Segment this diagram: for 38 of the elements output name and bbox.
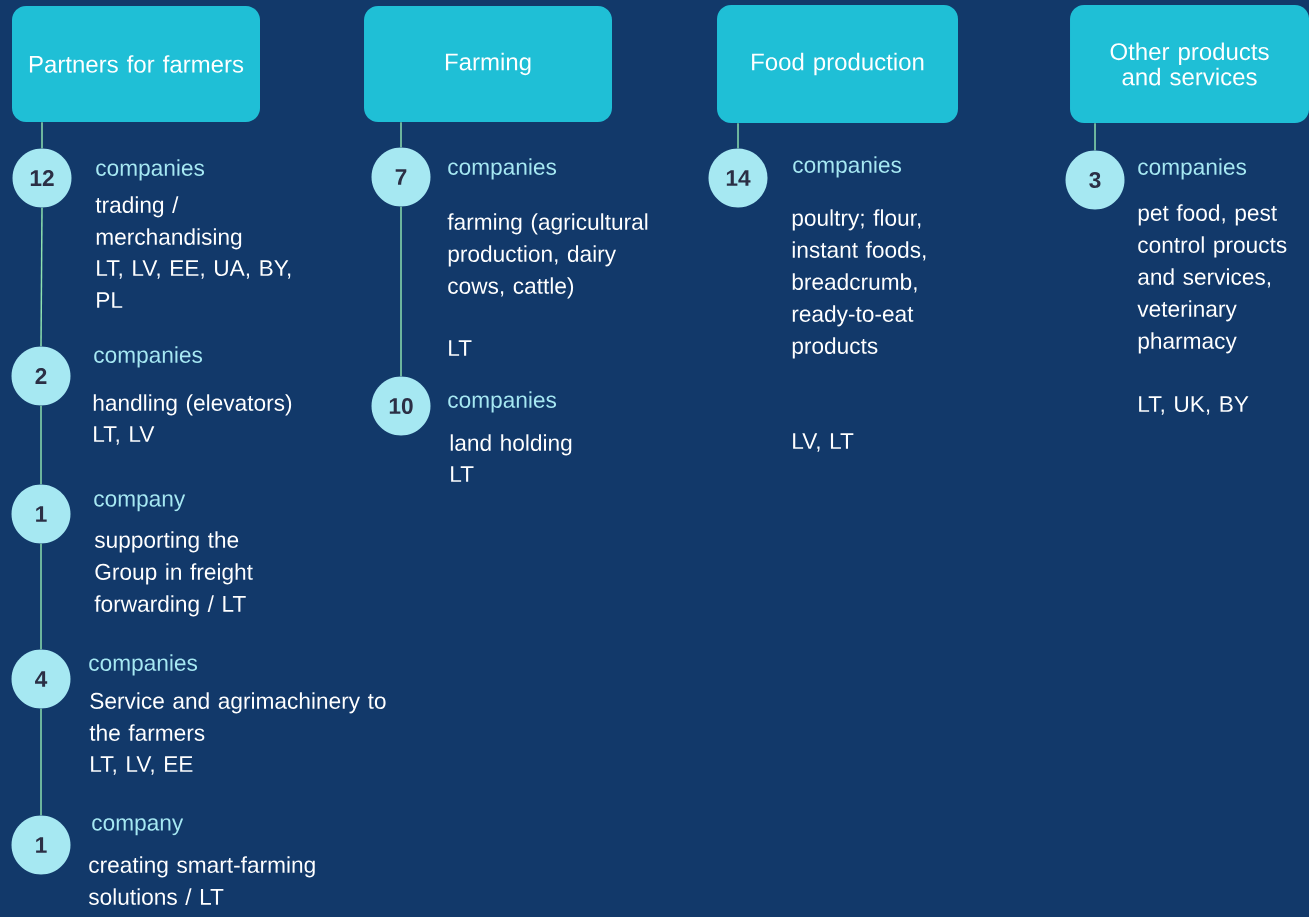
- category-box: Food production: [717, 5, 958, 123]
- count-caption: company: [94, 494, 186, 512]
- description-text: handling (elevators): [93, 394, 292, 416]
- category-box: Farming: [364, 6, 612, 122]
- count-caption: companies: [1138, 158, 1247, 180]
- count-caption: companies: [448, 391, 557, 413]
- description-text: supporting the Group in freight forwarding / LT: [94, 531, 253, 617]
- count-caption: companies: [89, 654, 198, 676]
- connector-line: [737, 122, 739, 149]
- description-text: creating smart-farming solutions / LT: [88, 856, 315, 905]
- description-text: land holding: [450, 434, 572, 456]
- description-text: LV, LT: [793, 433, 854, 452]
- count-caption: companies: [448, 158, 557, 180]
- connector-line: [400, 206, 402, 377]
- description-text: LT: [449, 340, 472, 356]
- connector-line: [40, 207, 43, 347]
- connector-line: [400, 121, 402, 148]
- description-text: LT, LV: [94, 426, 155, 445]
- category-box: Other products and services: [1070, 5, 1309, 123]
- description-text: farming (agricultural production, dairy cows, cattle): [447, 213, 648, 299]
- description-text: pet food, pest control proucts and services, veterinary pharmacy: [1137, 204, 1287, 354]
- connector-line: [40, 405, 42, 485]
- description-text: LT, LV, EE, UA, BY, PL: [97, 260, 291, 308]
- category-box: Partners for farmers: [12, 6, 260, 122]
- description-text: LT, LV, EE: [91, 756, 193, 775]
- connector-line: [40, 543, 42, 650]
- connector-line: [41, 121, 43, 149]
- count-caption: companies: [96, 159, 205, 181]
- description-text: Service and agrimachinery to the farmers: [89, 692, 386, 741]
- description-text: LT: [451, 466, 474, 482]
- description-text: trading / merchandising: [95, 196, 242, 250]
- count-caption: companies: [793, 156, 902, 178]
- count-caption: company: [92, 818, 184, 836]
- connector-line: [40, 708, 42, 816]
- connector-line: [1094, 122, 1096, 151]
- description-text: poultry; flour, instant foods, breadcrumb, ready-to-eat products: [792, 209, 926, 359]
- count-caption: companies: [94, 346, 203, 368]
- description-text: LT, UK, BY: [1139, 396, 1249, 415]
